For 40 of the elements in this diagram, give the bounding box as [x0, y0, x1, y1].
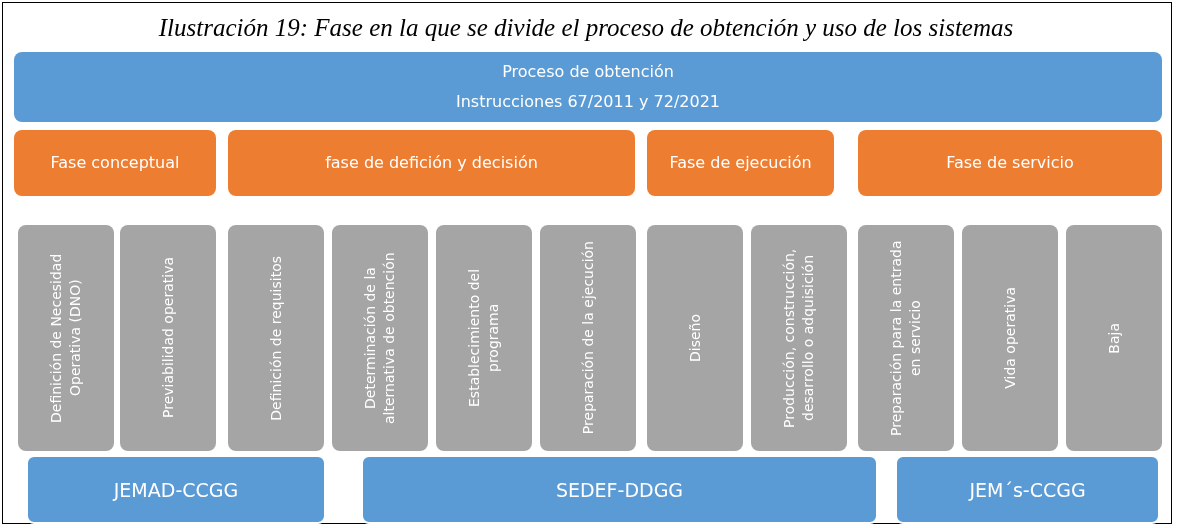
stage-label: Preparación de la ejecución	[578, 241, 597, 435]
phase-label: Fase de servicio	[946, 152, 1074, 174]
phase-label: Fase de ejecución	[669, 152, 812, 174]
stage-box	[120, 225, 216, 451]
stage-box	[751, 225, 847, 451]
phase-box	[14, 130, 216, 196]
authority-box	[361, 455, 878, 524]
stage-label: Vida operativa	[1000, 287, 1019, 389]
stage-label: Preparación para la entrada en servicio	[887, 239, 924, 438]
stage-box	[436, 225, 532, 451]
stage-box	[962, 225, 1058, 451]
stage-box	[647, 225, 743, 451]
stage-label: Producción, construcción, desarrollo o adquisición	[780, 247, 817, 430]
process-banner	[14, 52, 1162, 122]
phase-box	[647, 130, 834, 196]
stage-label: Determinación de la alternativa de obtención	[361, 251, 398, 426]
authority-box	[26, 455, 326, 524]
phase-label: fase de defición y decisión	[325, 152, 538, 174]
stage-box	[18, 225, 114, 451]
stage-label: Diseño	[685, 314, 704, 362]
authority-label: JEMAD-CCGG	[113, 478, 239, 501]
stage-box	[540, 225, 636, 451]
authority-label: SEDEF-DDGG	[555, 478, 684, 501]
stage-box	[228, 225, 324, 451]
banner-label: Instrucciones 67/2011 y 72/2021	[456, 91, 720, 113]
stage-label: Definición de Necesidad Operativa (DNO)	[47, 252, 84, 425]
authority-box	[895, 455, 1160, 524]
phase-box	[228, 130, 635, 196]
phase-box	[858, 130, 1162, 196]
authority-label: JEM´s-CCGG	[969, 478, 1086, 501]
stage-box	[1066, 225, 1162, 451]
phase-label: Fase conceptual	[50, 152, 180, 174]
stage-label: Definición de requisitos	[266, 255, 285, 421]
figure-caption: Ilustración 19: Fase en la que se divide el proceso de obtención y uso de los sistemas	[157, 14, 1015, 42]
stage-label: Previabilidad operativa	[158, 257, 177, 419]
stage-label: Establecimiento del programa	[465, 267, 502, 410]
stage-label: Baja	[1104, 322, 1123, 354]
stage-box	[332, 225, 428, 451]
banner-label: Proceso de obtención	[502, 61, 674, 83]
stage-box	[858, 225, 954, 451]
